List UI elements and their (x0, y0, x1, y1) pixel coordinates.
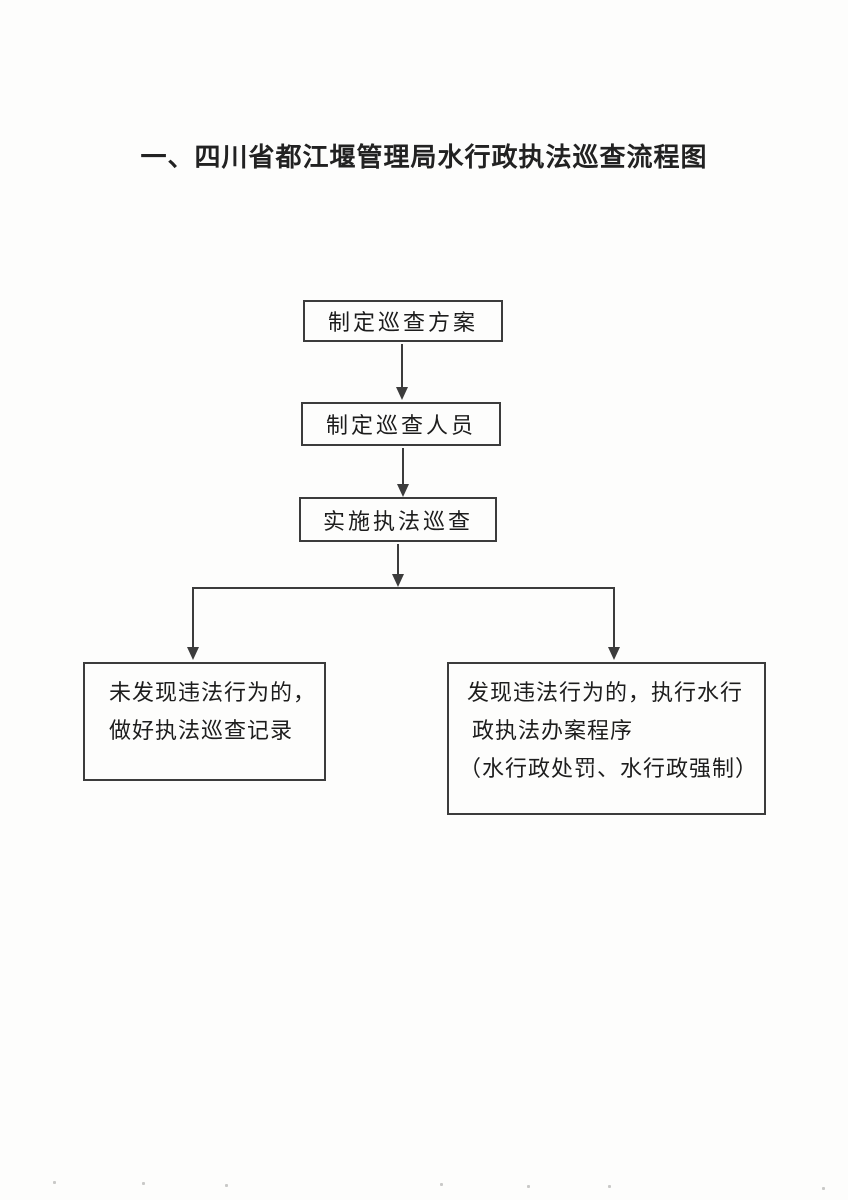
flow-node-no-violation-record: 未发现违法行为的， 做好执法巡查记录 (83, 662, 326, 781)
outcome-text-line: 做好执法巡查记录 (109, 719, 294, 744)
flow-node-carry-out-inspection: 实施执法巡查 (299, 497, 497, 542)
flow-node-violation-case-procedure: 发现违法行为的，执行水行 政执法办案程序 （水行政处罚、水行政强制） (447, 662, 766, 815)
flow-node-label: 制定巡查方案 (327, 311, 478, 336)
branch-horizontal-line (193, 587, 615, 589)
scan-speckle (142, 1182, 145, 1185)
down-arrowhead-icon (187, 647, 199, 660)
outcome-text-line: 未发现违法行为的， (109, 681, 317, 706)
flow-node-label: 制定巡查人员 (325, 414, 476, 439)
page-title: 一、四川省都江堰管理局水行政执法巡查流程图 (140, 143, 708, 173)
scan-speckle (527, 1185, 530, 1188)
outcome-text-line: （水行政处罚、水行政强制） (459, 757, 759, 782)
flow-node-make-inspection-plan: 制定巡查方案 (303, 300, 503, 342)
down-arrowhead-icon (608, 647, 620, 660)
branch-left-drop-line (192, 587, 194, 648)
down-arrowhead-icon (397, 484, 409, 497)
scan-speckle (225, 1184, 228, 1187)
scan-speckle (440, 1183, 443, 1186)
connector-line-step1-step2 (401, 344, 403, 388)
connector-line-step3-branch (397, 544, 399, 575)
flow-node-label: 实施执法巡查 (322, 509, 473, 535)
scan-speckle (822, 1187, 825, 1190)
down-arrowhead-icon (396, 387, 408, 400)
scan-speckle (608, 1185, 611, 1188)
scan-speckle (53, 1181, 56, 1184)
connector-line-step2-step3 (402, 448, 404, 485)
flow-node-assign-inspectors: 制定巡查人员 (301, 402, 501, 446)
outcome-text-line: 政执法办案程序 (472, 719, 634, 744)
branch-right-drop-line (613, 587, 615, 648)
down-arrowhead-icon (392, 574, 404, 587)
outcome-text-line: 发现违法行为的，执行水行 (467, 681, 744, 706)
